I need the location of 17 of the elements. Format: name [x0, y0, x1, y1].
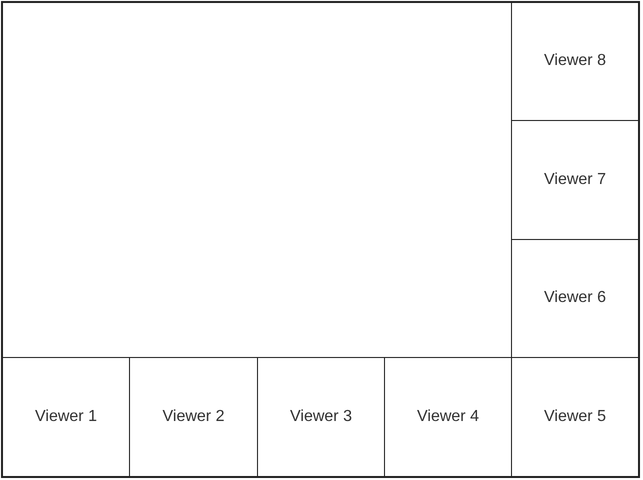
viewer-label: Viewer 5 — [544, 408, 606, 426]
viewer-label: Viewer 1 — [35, 408, 97, 426]
viewer-panel — [512, 1, 640, 121]
viewer-label: Viewer 6 — [544, 289, 606, 308]
viewer-label: Viewer 7 — [544, 170, 606, 190]
viewer-panel — [512, 240, 640, 358]
viewer-label: Viewer 8 — [544, 52, 606, 71]
viewer-panel — [130, 358, 258, 478]
viewer-panel — [385, 358, 512, 478]
viewer-panel — [1, 358, 130, 478]
viewer-panel — [258, 358, 385, 478]
viewer-label: Viewer 2 — [162, 408, 224, 426]
viewer-label: Viewer 4 — [417, 408, 479, 426]
viewer-panel — [512, 358, 640, 478]
empty-panel — [1, 1, 512, 358]
viewer-label: Viewer 3 — [290, 408, 352, 426]
viewer-panel — [512, 121, 640, 240]
